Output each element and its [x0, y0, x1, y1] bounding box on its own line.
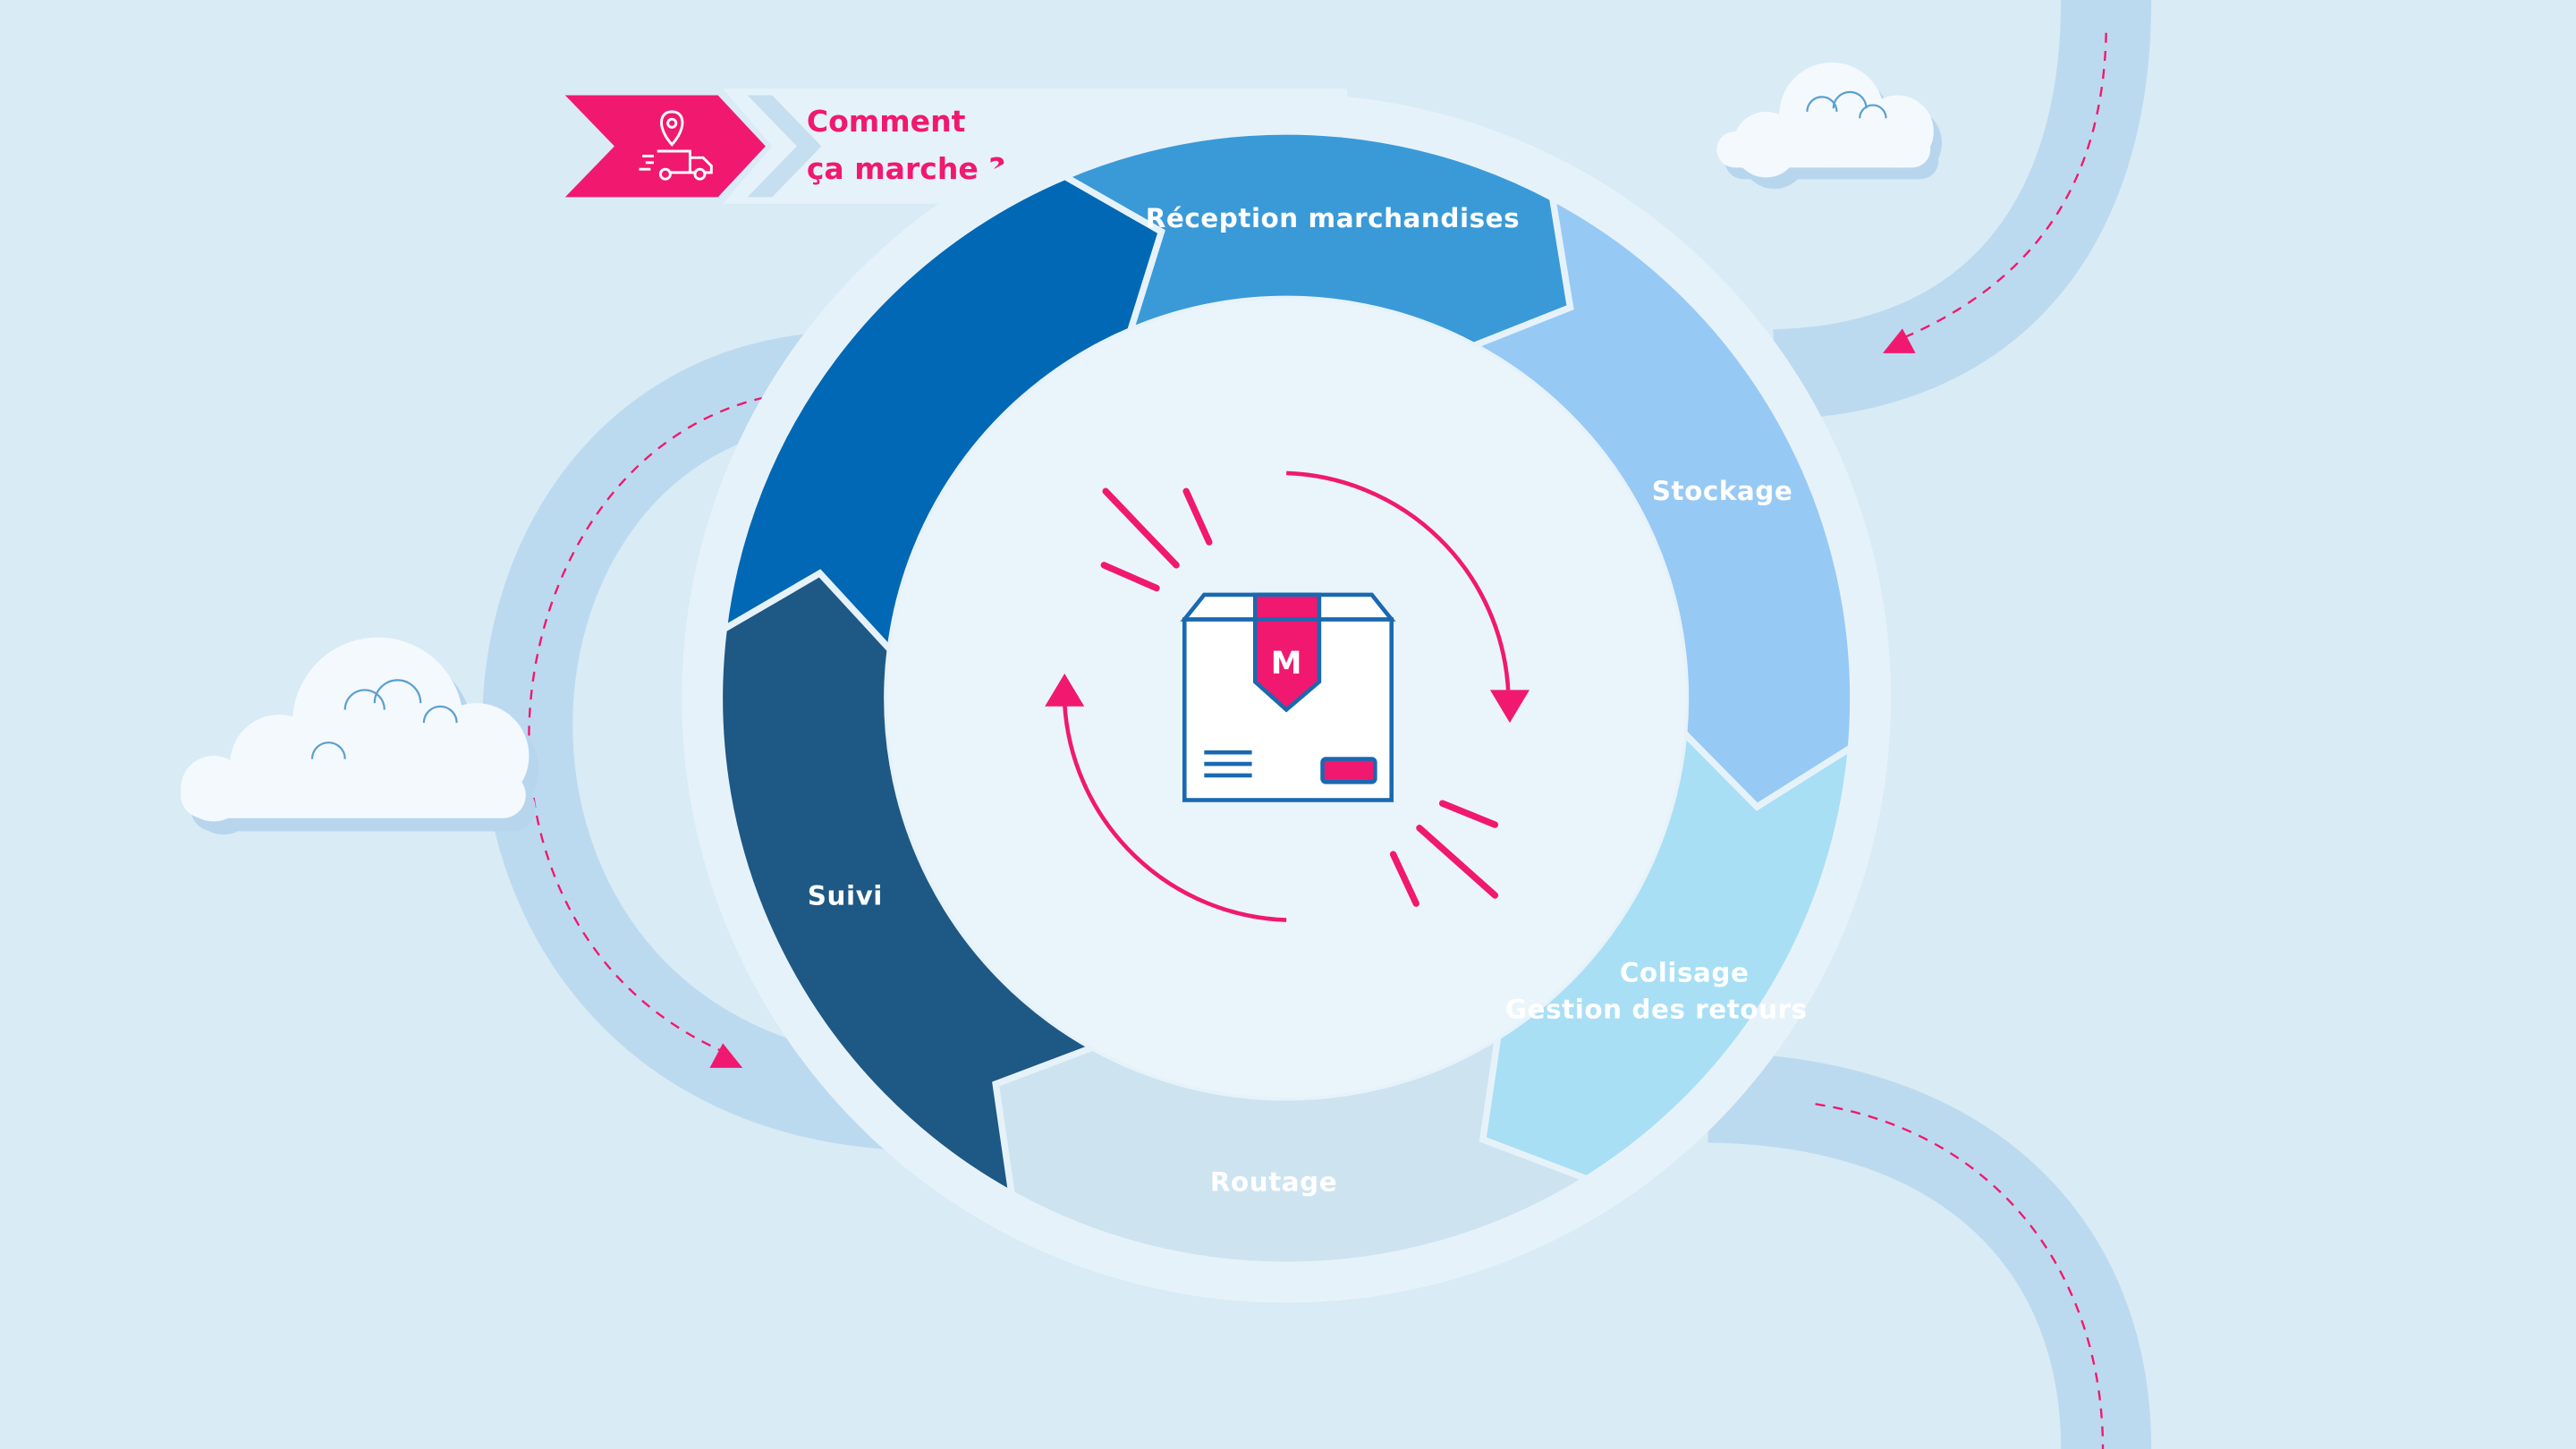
cycle-labels: Réception marchandisesStockageColisageRo…: [808, 203, 1808, 1197]
delivery-truck-location-icon: [639, 110, 713, 181]
center-graphic: M: [1045, 470, 1530, 922]
cycle-label-4: Routage: [1210, 1166, 1337, 1197]
track-bottom-right: [1707, 1052, 2152, 1449]
cycle-label-3: Colisage: [1620, 957, 1750, 987]
package-box-icon: M: [1180, 592, 1396, 802]
cycle-segments: [716, 128, 1857, 1268]
dashed-paths: [528, 32, 2107, 1449]
cloud-top-right: [1716, 62, 1943, 190]
cycle-label-1: Réception marchandises: [1146, 203, 1520, 233]
cloud-left: [181, 637, 539, 835]
badge-chevron: [564, 95, 766, 198]
cycle-label-5: Suivi: [808, 880, 883, 911]
arrowhead-icon: [1045, 674, 1085, 707]
arrowhead-icon: [1882, 328, 1916, 353]
header-title-line1: Comment: [807, 104, 966, 139]
cycle-label-6: Gestion des retours: [1505, 995, 1808, 1025]
header-title-line2: ça marche ?: [807, 151, 1006, 186]
arrowhead-icon: [1489, 690, 1530, 724]
box-letter: M: [1271, 646, 1302, 682]
refresh-arrows-icon: [1062, 470, 1511, 922]
arrowheads: [709, 328, 1916, 1068]
cycle-label-2: Stockage: [1652, 476, 1793, 506]
track-top-right: [1772, 0, 2152, 420]
arrowhead-icon: [709, 1043, 743, 1068]
burst-lines: [1100, 487, 1499, 907]
